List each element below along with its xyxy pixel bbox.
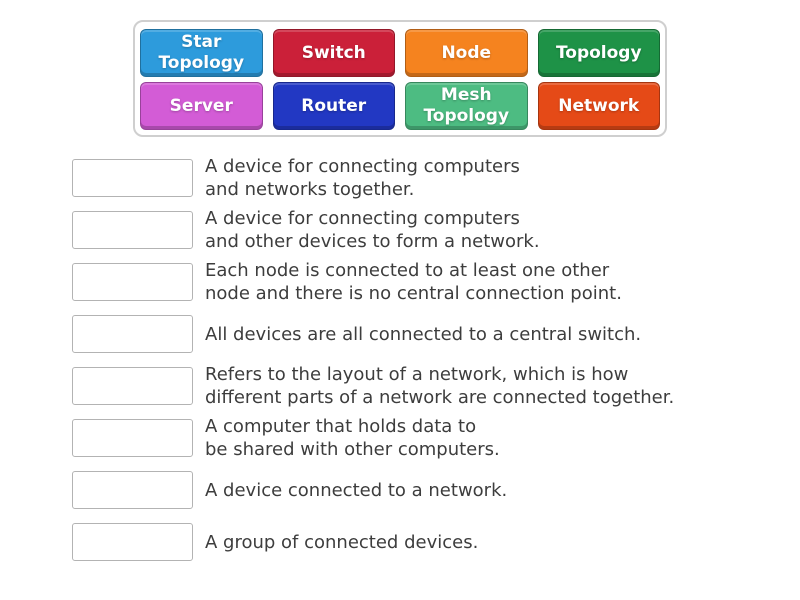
word-tile-label: Network [558,95,640,116]
word-tile-label: Topology [158,53,245,73]
answer-drop-zone[interactable] [72,159,193,197]
definition-line: All devices are all connected to a centr… [205,323,642,345]
word-tile-switch[interactable]: Switch [272,29,395,77]
word-tile-label: Mesh [440,85,492,105]
definition-line: A device connected to a network. [205,479,508,501]
word-tile-network[interactable]: Network [537,82,660,130]
word-tile-label: Switch [301,42,366,63]
definition-line: and other devices to form a network. [205,231,540,252]
word-tile-topology[interactable]: Topology [537,29,660,77]
answer-drop-zone[interactable] [72,211,193,249]
match-row: All devices are all connected to a centr… [72,308,674,360]
word-tile-server[interactable]: Server [140,82,263,130]
word-tile-node[interactable]: Node [405,29,528,77]
definition-line: A group of connected devices. [205,531,479,553]
definition-line: node and there is no central connection … [205,283,622,304]
answer-drop-zone[interactable] [72,315,193,353]
word-tile-label: Star [181,32,222,52]
word-tile-router[interactable]: Router [272,82,395,130]
match-row: A group of connected devices. [72,516,674,568]
match-row: Refers to the layout of a network, which… [72,360,674,412]
answer-drop-zone[interactable] [72,263,193,301]
definition-line: and networks together. [205,179,415,200]
answer-drop-zone[interactable] [72,419,193,457]
word-tile-label: Topology [555,42,642,63]
word-tile-label: Node [441,42,492,63]
definition-line: A computer that holds data to [205,416,477,437]
answer-drop-zone[interactable] [72,367,193,405]
definition-line: different parts of a network are connect… [205,387,675,408]
match-row: Each node is connected to at least one o… [72,256,674,308]
definition-line: be shared with other computers. [205,439,500,460]
answer-drop-zone[interactable] [72,523,193,561]
definition-text: All devices are all connected to a centr… [205,323,641,346]
match-row: A device connected to a network. [72,464,674,516]
word-tile-label: Topology [423,106,510,126]
definition-text: Refers to the layout of a network, which… [205,363,674,409]
definition-text: A device connected to a network. [205,479,507,502]
definition-text: A group of connected devices. [205,531,478,554]
word-tile-label: Router [301,95,367,116]
definition-text: Each node is connected to at least one o… [205,259,622,305]
definition-line: Refers to the layout of a network, which… [205,364,629,385]
definition-line: Each node is connected to at least one o… [205,260,610,281]
answer-drop-zone[interactable] [72,471,193,509]
definition-line: A device for connecting computers [205,156,520,177]
word-tile-label: Server [169,95,233,116]
definition-line: A device for connecting computers [205,208,520,229]
